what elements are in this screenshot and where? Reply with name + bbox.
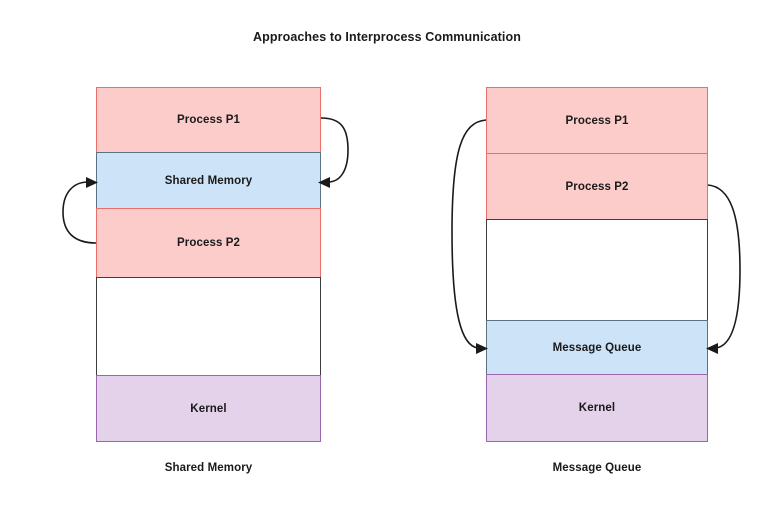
arrow-p2-to-message-queue <box>706 184 741 354</box>
segment-process-p2-right: Process P2 <box>486 153 708 220</box>
segment-kernel-left: Kernel <box>96 375 321 442</box>
segment-unused-right <box>486 219 708 321</box>
caption-shared-memory: Shared Memory <box>164 462 253 474</box>
segment-message-queue: Message Queue <box>486 320 708 375</box>
segment-process-p1-right: Process P1 <box>486 87 708 154</box>
segment-kernel-right: Kernel <box>486 374 708 442</box>
caption-message-queue: Message Queue <box>552 462 642 474</box>
arrow-p2-to-shared-memory <box>62 177 98 244</box>
page-title: Approaches to Interprocess Communication <box>253 30 521 44</box>
segment-process-p2-left: Process P2 <box>96 208 321 278</box>
segment-unused-left <box>96 277 321 376</box>
segment-shared-memory: Shared Memory <box>96 152 321 209</box>
arrow-p1-to-message-queue <box>451 119 488 354</box>
segment-process-p1-left: Process P1 <box>96 87 321 153</box>
arrow-p1-to-shared-memory <box>318 117 349 188</box>
